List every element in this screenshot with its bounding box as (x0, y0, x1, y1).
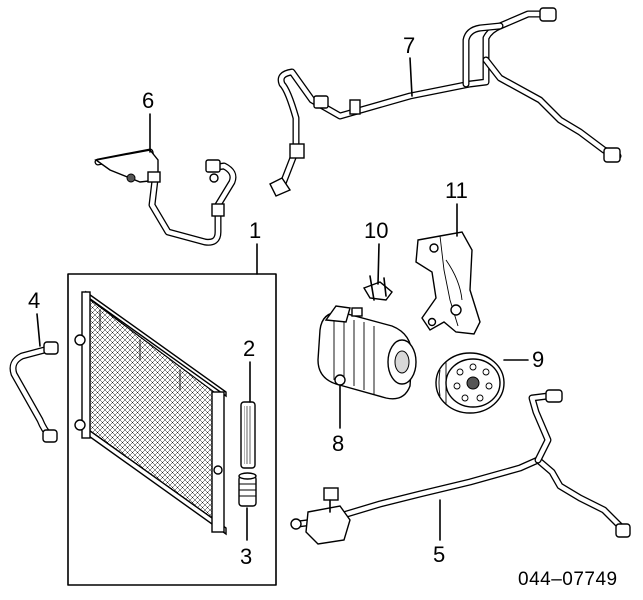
discharge-hose (94, 148, 237, 246)
condenser-group-box (67, 273, 277, 586)
hose-part-4 (9, 341, 59, 443)
compressor (317, 305, 417, 400)
mounting-bracket (415, 231, 481, 335)
label-part-10: 10 (364, 218, 388, 243)
label-part-3: 3 (240, 544, 252, 569)
dryer-cap (238, 472, 257, 507)
label-part-1: 1 (249, 218, 261, 243)
label-part-7: 7 (403, 33, 415, 58)
label-part-5: 5 (433, 542, 445, 567)
label-part-6: 6 (142, 88, 154, 113)
label-part-9: 9 (532, 347, 544, 372)
label-part-4: 4 (28, 288, 40, 313)
leader-lines (36, 57, 529, 541)
liquid-tube (290, 389, 631, 545)
clutch-pulley (435, 352, 505, 414)
label-part-11: 11 (445, 178, 468, 203)
suction-hose (269, 7, 622, 197)
label-part-2: 2 (243, 336, 255, 361)
condenser-assembly (67, 273, 277, 586)
receiver-dryer (240, 401, 256, 469)
diagram-code: 044–07749 (518, 569, 618, 590)
label-part-8: 8 (332, 431, 344, 456)
